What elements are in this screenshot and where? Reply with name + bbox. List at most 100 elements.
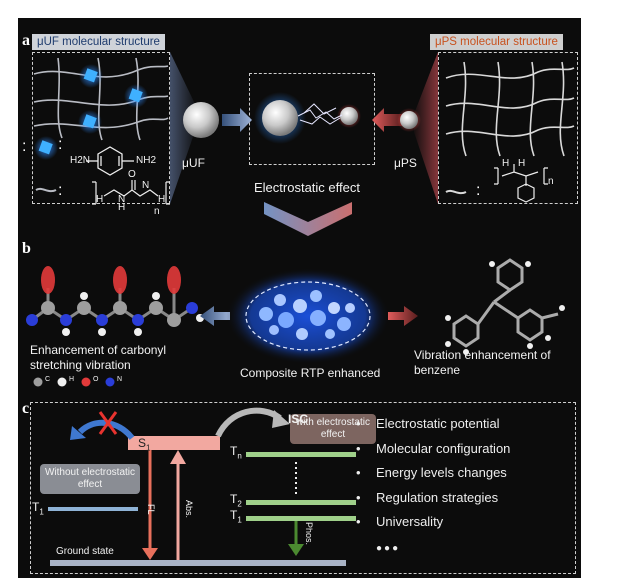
lightning: [297, 103, 343, 125]
fl-arrow-head: [142, 548, 158, 560]
with-effect-box: with electrostatic effect: [290, 414, 376, 444]
s1-level: [128, 436, 220, 450]
ps-chain-symbol: [445, 189, 467, 195]
ps-sphere-center: [340, 107, 358, 125]
rtp-composite-ellipse: [245, 281, 371, 351]
without-effect-box: Without electrostatic effect: [40, 464, 140, 494]
t2-level: [246, 500, 356, 505]
summary-list: •Electrostatic potential •Molecular conf…: [356, 412, 510, 561]
without-effect-line2: effect: [77, 479, 103, 490]
ground-level: [50, 560, 346, 566]
ps-atom-n: n: [548, 176, 554, 187]
atom-legend-n: N: [117, 376, 123, 383]
atom-legend-dots: [33, 377, 115, 387]
uf-molecule-model: [26, 266, 204, 336]
isc-label: ISC: [288, 412, 309, 426]
uf-arrow: [222, 108, 252, 132]
ps-network-lines: [445, 61, 575, 157]
merge-chevron: [264, 202, 352, 236]
ps-sphere-label: μPS: [394, 156, 417, 170]
ps-molecule-model: [452, 258, 559, 348]
atom-legend-h: H: [69, 376, 75, 383]
uf-chain-atom-o: O: [128, 169, 136, 180]
summary-item: •Universality: [356, 514, 444, 529]
arrow-to-uf-molecule: [200, 306, 230, 326]
uf-polymer-structure: [92, 180, 170, 205]
t1-left-level: [48, 507, 138, 511]
benzene-caption-line1: Vibration enhancement of: [414, 348, 551, 362]
uf-structure-box: [32, 52, 170, 204]
panel-a-graphics: [26, 52, 575, 387]
uf-chain-atom-h2: H: [118, 202, 126, 213]
t1-label: T1: [230, 508, 242, 525]
panel-b-letter: b: [22, 240, 31, 257]
uf-chain-atom-h1: H: [96, 194, 104, 205]
uf-legend-colon-2: :: [58, 182, 63, 199]
carbonyl-caption-line2: stretching vibration: [30, 358, 131, 372]
uf-legend-colon-1: :: [22, 138, 27, 155]
abs-label: Abs.: [184, 500, 194, 519]
summary-item: •Molecular configuration: [356, 440, 511, 456]
uf-monomer-structure: [86, 146, 134, 176]
ps-sphere: [400, 111, 418, 129]
rtp-caption: Composite RTP enhanced: [240, 366, 381, 380]
ps-arrow: [372, 108, 402, 132]
fl-label: FL: [146, 504, 156, 515]
uf-chain-symbol: [35, 187, 57, 193]
t1-left-label: T1: [32, 500, 44, 517]
t2-label: T2: [230, 492, 242, 509]
summary-item-more: ●●●: [376, 542, 401, 554]
ps-funnel: [414, 52, 438, 204]
uf-chain-atom-n-sub: n: [154, 206, 160, 217]
rtp-composite-glow: [226, 268, 390, 364]
uf-chain-atom-n2: N: [142, 180, 150, 191]
isc-arrow: [215, 407, 282, 438]
jablonski-diagram: [48, 407, 356, 566]
ps-atom-h1: H: [502, 158, 510, 169]
panel-c-box: [30, 402, 576, 574]
panel-c-letter: c: [22, 400, 30, 417]
blocked-cross-icon: [98, 411, 118, 435]
uf-funnel: [170, 52, 196, 204]
benzene-caption-line2: benzene: [414, 363, 461, 377]
tn-label: Tn: [230, 444, 242, 461]
uf-structure-header: μUF molecular structure: [32, 34, 165, 50]
blocked-isc-arrow: [77, 419, 135, 440]
uf-monomer-atom-left: H2N: [70, 155, 91, 166]
uf-legend-colon-1b: :: [58, 136, 63, 153]
ground-state-label: Ground state: [56, 546, 114, 557]
atom-legend-c: C: [45, 376, 51, 383]
atom-legend-o: O: [93, 376, 99, 383]
uf-chain-atom-n1: N: [118, 194, 126, 205]
t1-level: [246, 516, 356, 521]
s1-label: S1: [138, 436, 151, 453]
uf-blue-cubes: [34, 64, 148, 160]
summary-item: •Regulation strategies: [356, 489, 499, 505]
electrostatic-caption: Electrostatic effect: [254, 180, 360, 195]
uf-chain-atom-h3: H: [158, 194, 166, 205]
uf-sphere: [183, 102, 219, 138]
abs-arrow-head: [170, 450, 186, 464]
tn-level: [246, 452, 356, 457]
ps-molecule-hydrogens: [445, 261, 565, 355]
summary-item: •Energy levels changes: [356, 465, 507, 480]
ps-atom-h2: H: [518, 158, 526, 169]
without-effect-line1: Without electrostatic: [44, 467, 136, 478]
carbonyl-caption-line1: Enhancement of carbonyl: [30, 343, 167, 357]
uf-sphere-center: [262, 100, 298, 136]
with-effect-line1: with electrostatic: [296, 417, 370, 428]
with-effect-line2: effect: [320, 429, 346, 440]
summary-item: •Electrostatic potential: [356, 416, 500, 431]
uf-monomer-atom-right: NH2: [136, 155, 157, 166]
arrow-to-ps-molecule: [388, 306, 418, 326]
panel-a-letter: a: [22, 32, 30, 49]
ps-polymer-structure: [494, 164, 548, 203]
ps-structure-box: [438, 52, 578, 204]
rtp-composite-spheres: [259, 290, 355, 340]
ps-legend-colon: :: [476, 182, 481, 199]
ps-structure-header: μPS molecular structure: [430, 34, 563, 50]
phos-label: Phos.: [304, 522, 314, 546]
uf-sphere-label: μUF: [182, 156, 205, 170]
figure: a μUF molecular structure μPS molecular …: [18, 18, 581, 578]
phos-arrow-head: [288, 544, 304, 556]
